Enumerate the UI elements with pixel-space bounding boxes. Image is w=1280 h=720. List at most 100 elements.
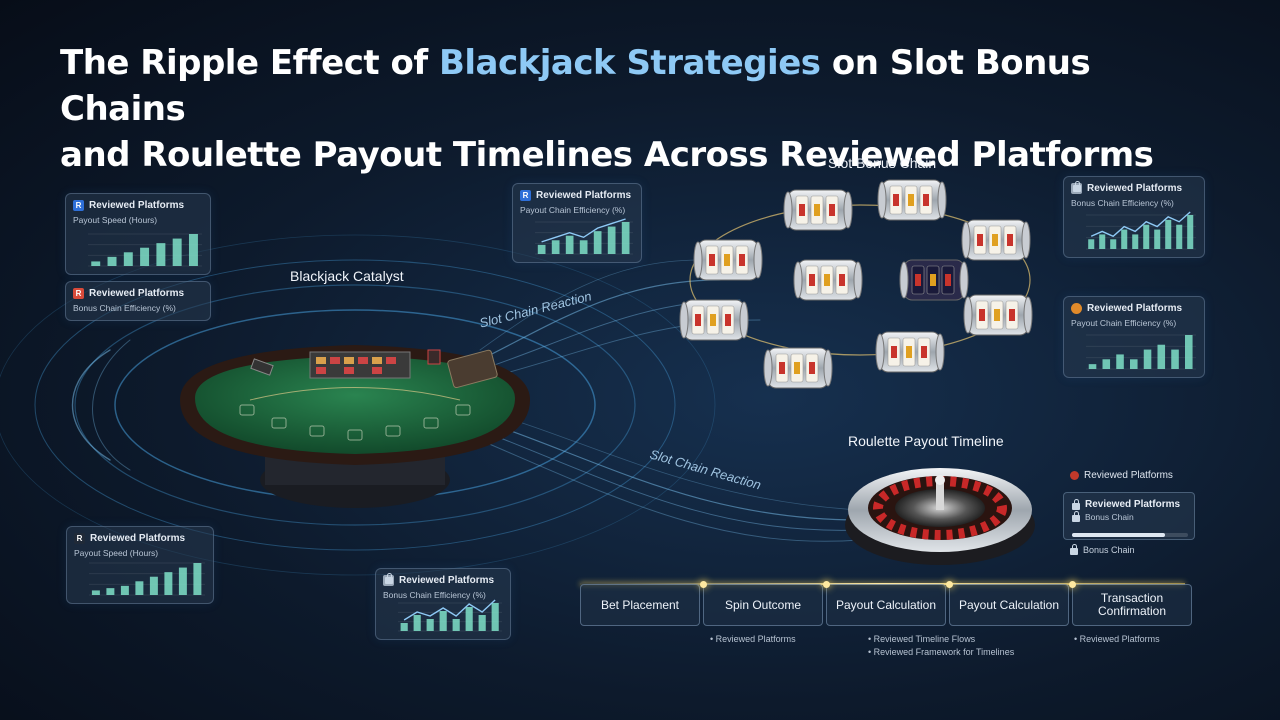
slot-reel (693, 239, 763, 281)
chart-bar (1154, 229, 1161, 249)
chart-bar (193, 563, 202, 595)
timeline-node (946, 581, 953, 588)
platform-panel-5: Reviewed Platforms Payout Chain Efficien… (1063, 296, 1205, 378)
timeline-step-bet: Bet Placement (580, 584, 700, 626)
slot-reel (875, 331, 945, 373)
chart-bar (1132, 234, 1139, 249)
status-progress-fill (1072, 533, 1165, 537)
chart-bar (172, 238, 182, 266)
chart-bar (1143, 224, 1150, 249)
chart-bar (400, 623, 408, 631)
timeline-step-confirm: Transaction Confirmation (1069, 581, 1192, 626)
panel-title: Reviewed Platforms (399, 575, 495, 586)
chart-bar (135, 581, 144, 595)
timeline-step-label: Bet Placement (600, 597, 680, 612)
timeline-node (1069, 581, 1076, 588)
chart-bar (439, 611, 447, 631)
chart-bar (593, 231, 602, 254)
chart-bar (478, 615, 486, 631)
lock-icon (383, 573, 394, 586)
chart-line (403, 599, 496, 621)
timeline-step-label: Spin Outcome (724, 597, 802, 612)
timeline-note: • Reviewed Platforms (1074, 634, 1160, 644)
chart-bar (1110, 239, 1117, 249)
platform-logo: R (520, 190, 531, 201)
timeline-step-label: Payout Calculation (835, 597, 937, 612)
timeline-note: • Reviewed Platforms (710, 634, 796, 644)
chart-bar (1185, 335, 1193, 369)
timeline-node (700, 581, 707, 588)
status-foot: Bonus Chain (1083, 545, 1135, 555)
chart-bar (188, 234, 198, 266)
chart-bar (164, 572, 173, 595)
panel-subtitle: Bonus Chain Efficiency (%) (1071, 198, 1174, 208)
panel-title: Reviewed Platforms (90, 533, 186, 544)
roulette-platform-tag: Reviewed Platforms (1070, 470, 1173, 481)
panel-subtitle: Payout Speed (Hours) (73, 215, 158, 225)
title-line1-pre: The Ripple Effect of (60, 43, 439, 83)
timeline-note: • Reviewed Framework for Timelines (868, 647, 1015, 657)
chart-bar (1121, 229, 1128, 249)
chart-bar (1088, 364, 1097, 369)
panel-subtitle: Payout Chain Efficiency (%) (1071, 318, 1177, 328)
panel-subtitle: Bonus Chain Efficiency (%) (73, 303, 176, 313)
chart-bar (1088, 239, 1095, 249)
chart-bar (149, 576, 158, 595)
slot-chain-label: Slot Bonus Chain (828, 155, 937, 171)
mini-bar-line-chart (535, 218, 633, 255)
status-line: Bonus Chain (1085, 512, 1134, 522)
chart-bar (565, 235, 574, 254)
chart-bar (140, 247, 150, 266)
chart-bar (91, 590, 100, 595)
lock-icon (1070, 544, 1078, 555)
roulette-wheel (845, 468, 1035, 565)
status-progress-track (1072, 533, 1188, 537)
timeline-step-label: Transaction Confirmation (1097, 591, 1167, 618)
lock-icon (1072, 498, 1080, 510)
mini-bar-line-chart (1086, 211, 1196, 250)
chart-bar (1099, 234, 1106, 249)
title-accent: Blackjack Strategies (438, 43, 821, 83)
platform-logo: R (74, 533, 85, 544)
slot-reel (963, 294, 1033, 336)
chart-bar (537, 244, 546, 254)
chart-bar (123, 252, 133, 266)
ripple-rings (0, 234, 716, 576)
lock-icon (1071, 181, 1082, 194)
blackjack-label: Blackjack Catalyst (290, 268, 404, 284)
slot-reel (877, 179, 947, 221)
slot-reel (961, 219, 1031, 261)
timeline-note: • Reviewed Timeline Flows (868, 634, 976, 644)
chart-bar (178, 567, 187, 595)
slot-chain-ring (689, 204, 1031, 356)
slot-reels (679, 179, 1033, 389)
lock-icon (1072, 511, 1080, 522)
panel-title: Reviewed Platforms (1087, 303, 1183, 314)
platform-panel-1: R Reviewed Platforms Payout Speed (Hours) (65, 193, 211, 275)
platform-logo: R (73, 200, 84, 211)
chart-bar (1171, 349, 1179, 369)
panel-title: Reviewed Platforms (89, 200, 185, 211)
timeline-step-spin: Spin Outcome (700, 581, 823, 626)
panel-title: Reviewed Platforms (89, 288, 185, 299)
title-line1-post: on Slot Bonus Chains (60, 43, 1091, 129)
chart-bar (1116, 354, 1124, 369)
slot-reel (763, 347, 833, 389)
chart-bar (413, 615, 421, 631)
flow-streams (72, 259, 861, 542)
roulette-status-foot: Bonus Chain (1070, 544, 1135, 555)
chart-bar (1176, 224, 1183, 249)
platform-logo-circle (1070, 471, 1079, 480)
chart-line (1090, 211, 1191, 238)
chart-bar (551, 240, 560, 254)
title-line2: and Roulette Payout Timelines Across Rev… (60, 135, 1154, 175)
chart-bar (156, 243, 166, 266)
chart-bar (106, 588, 115, 595)
timeline-node (823, 581, 830, 588)
slot-reel (783, 189, 853, 231)
roulette-platform-tag-text: Reviewed Platforms (1084, 470, 1173, 481)
panel-subtitle: Payout Chain Efficiency (%) (520, 205, 626, 215)
chart-bar (1187, 215, 1194, 249)
chart-bar (1165, 219, 1172, 249)
